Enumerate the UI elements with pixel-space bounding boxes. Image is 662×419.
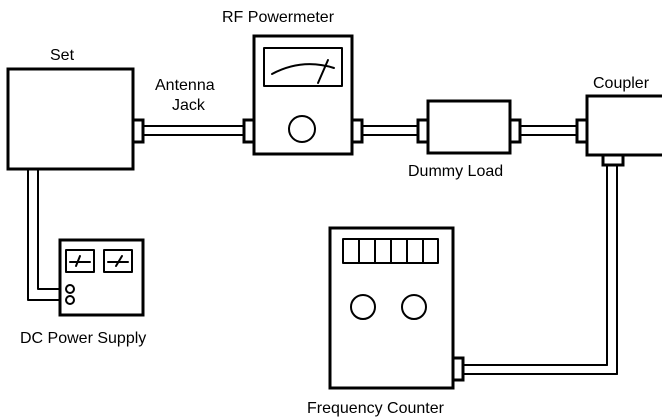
counter-knob-right [401,294,427,320]
label-frequency-counter: Frequency Counter [307,400,445,417]
cable-set-to-powermeter [131,118,256,144]
label-coupler: Coupler [593,75,650,92]
frequency-counter [328,226,455,390]
cable-dummy-load-to-coupler [508,118,589,144]
coupler-box [585,94,662,157]
rf-powermeter [252,34,354,156]
supply-meter-left [65,249,95,273]
supply-terminal-top [65,284,75,294]
label-jack: Jack [172,97,206,114]
meter-scale-arc [271,63,335,75]
meter-window [263,47,343,87]
cable-powermeter-to-dummy-load [350,118,430,144]
dc-power-supply [58,238,145,317]
label-rf-powermeter: RF Powermeter [222,9,335,26]
label-antenna: Antenna [155,77,215,94]
label-set: Set [50,47,75,64]
powermeter-knob [288,115,316,143]
set-box [6,67,135,171]
meter-needle [317,59,329,84]
supply-meter-right [103,249,133,273]
cable-set-to-dc-power-supply [27,167,67,301]
cable-coupler-to-frequency-counter [451,153,625,382]
dummy-load-box [426,99,512,155]
counter-knob-left [350,294,376,320]
label-dc-power-supply: DC Power Supply [20,330,146,347]
label-dummy-load: Dummy Load [408,163,503,180]
supply-terminal-bottom [65,295,75,305]
